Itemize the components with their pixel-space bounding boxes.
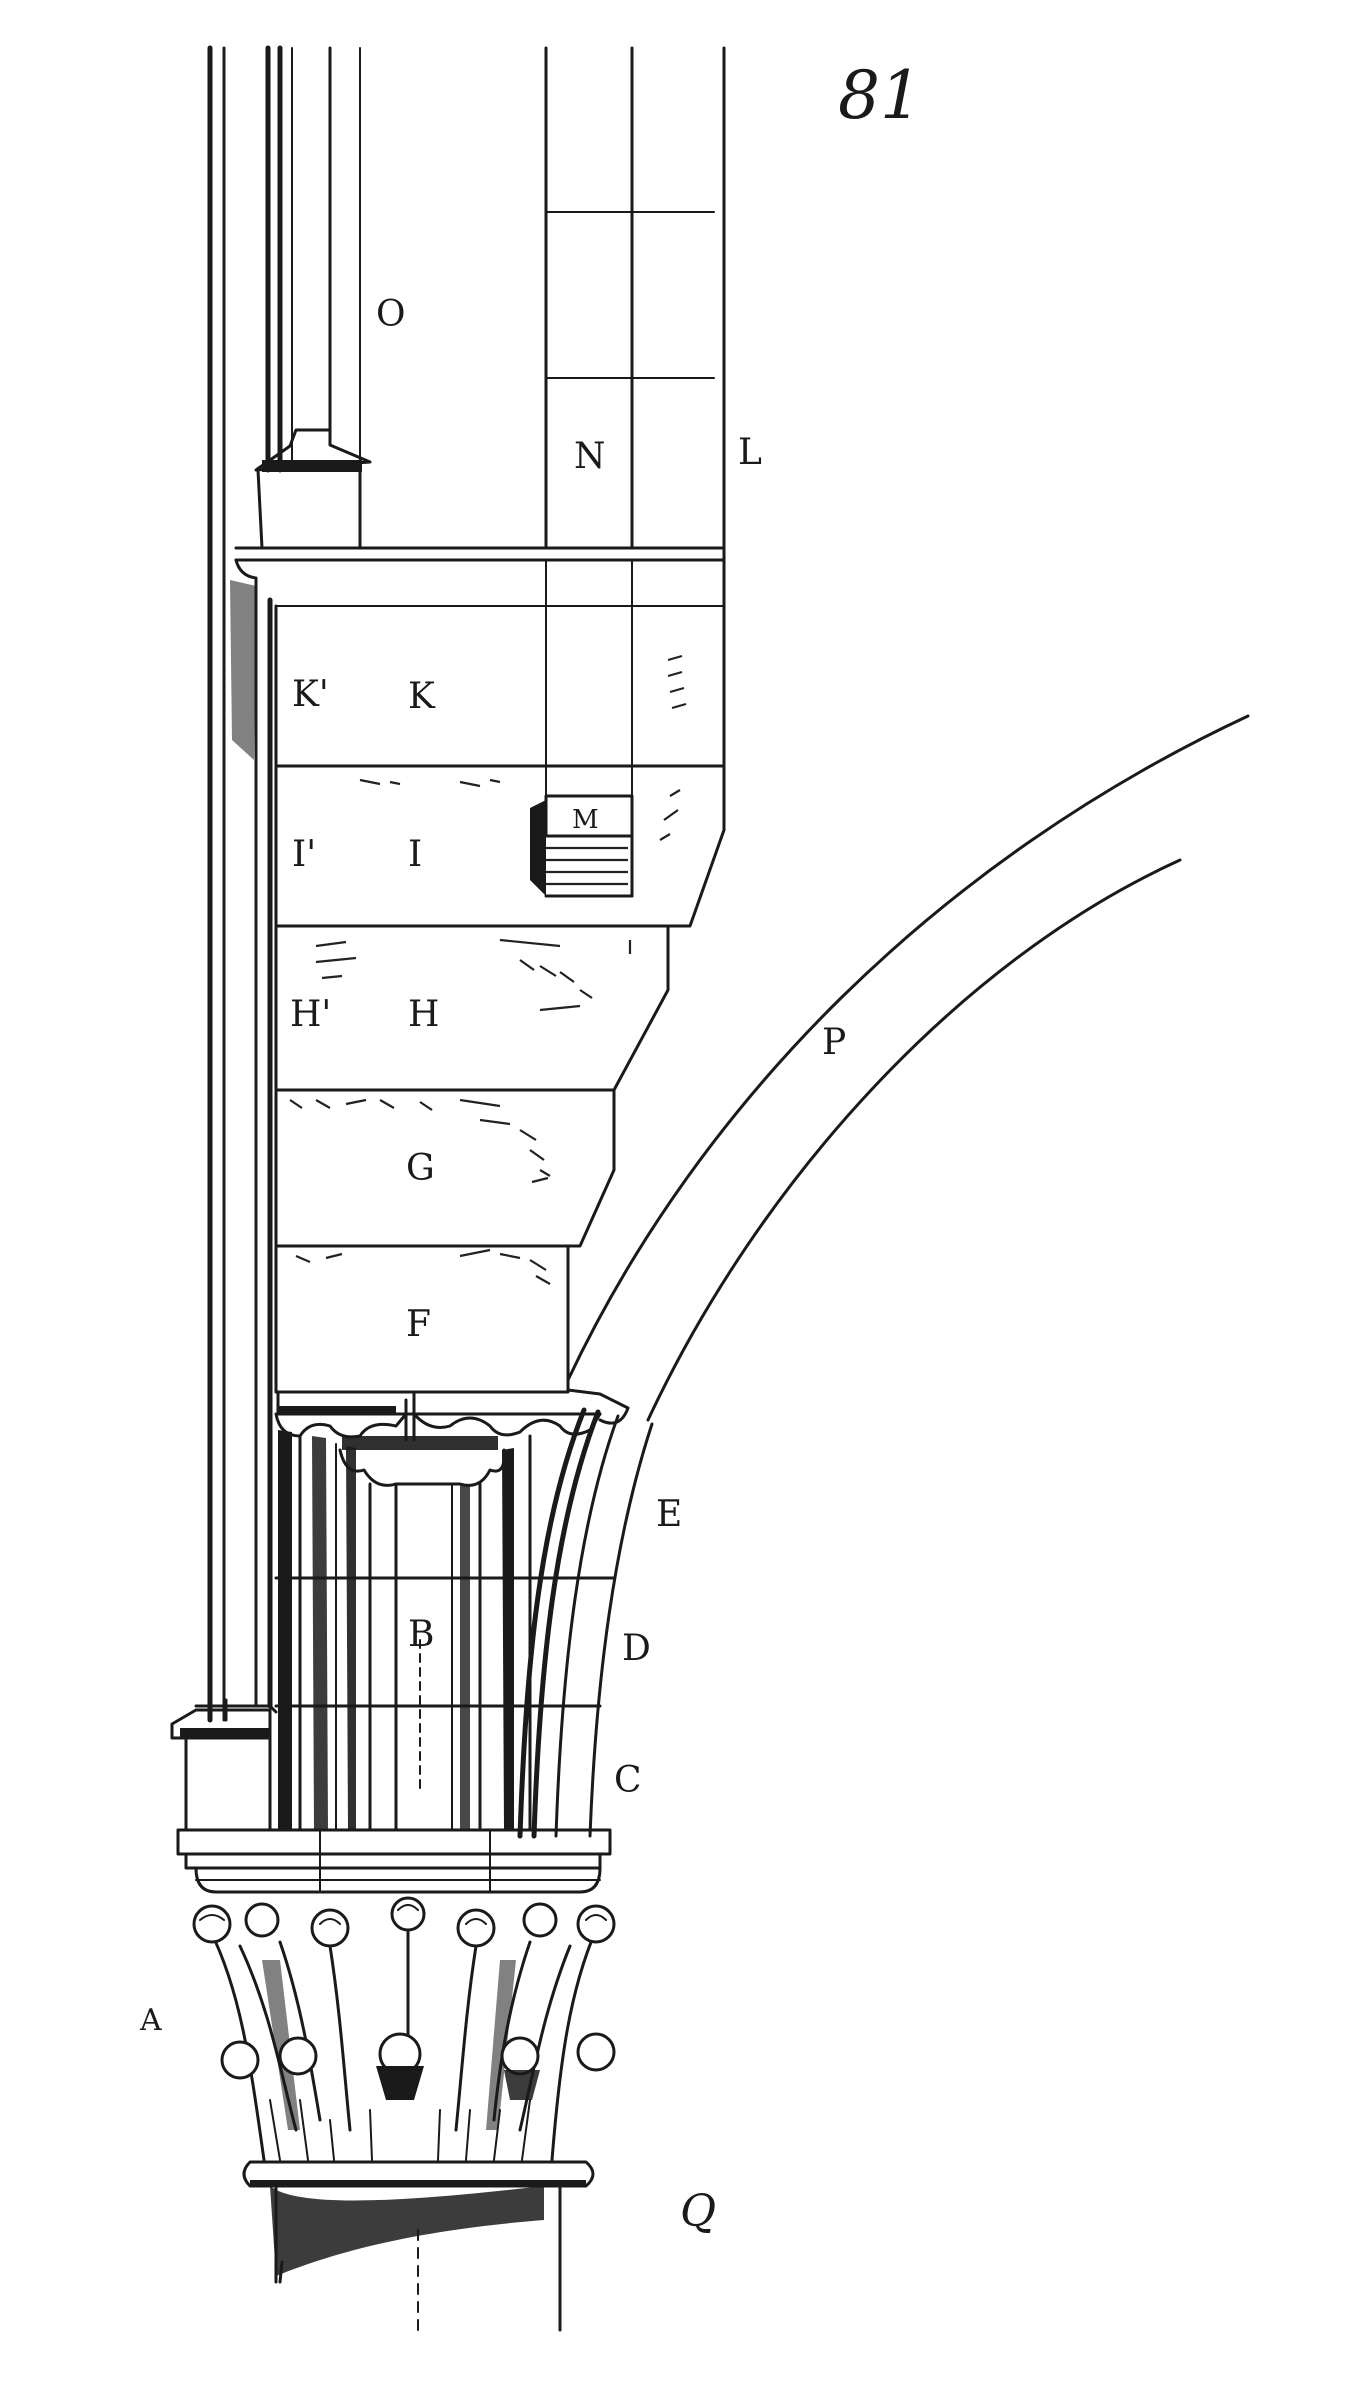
label-A: A: [139, 2003, 162, 2038]
label-I: I: [408, 834, 422, 875]
leaf-stems: [238, 1930, 572, 2132]
label-I-prime: I': [292, 834, 316, 875]
label-O: O: [376, 294, 406, 335]
column-bands: [274, 1576, 616, 1708]
label-H: H: [408, 994, 439, 1035]
wall-jamb: [544, 46, 726, 832]
label-N: N: [574, 436, 606, 477]
corbel-course-K: [274, 559, 726, 768]
label-D: D: [622, 1628, 651, 1669]
label-G: G: [406, 1148, 435, 1189]
main-capital-abacus: [176, 1828, 612, 1894]
upper-capital: [274, 1388, 630, 1487]
shaft-base-moulding: [254, 428, 372, 550]
label-P: P: [822, 1022, 846, 1063]
lower-crockets: [220, 2032, 616, 2100]
column-shafts-B: [278, 1430, 532, 1832]
corbel-course-I: [274, 764, 726, 928]
label-K: K: [408, 676, 436, 717]
corbel-course-G: [274, 1088, 616, 1248]
label-H-prime: H': [290, 994, 331, 1035]
label-K-prime: K': [292, 674, 329, 715]
block-M: [530, 794, 634, 898]
arch-ribs: [517, 1407, 654, 1839]
corbel-course-H: [274, 924, 670, 1092]
label-F: F: [406, 1304, 431, 1345]
page-number: 81: [838, 57, 922, 134]
foliated-capital-A: [192, 1896, 616, 2188]
corbel-course-F: [274, 1244, 570, 1394]
label-Q: Q: [680, 2186, 716, 2237]
label-E: E: [656, 1494, 682, 1535]
lower-column: [270, 2184, 562, 2332]
upper-crockets: [192, 1896, 616, 1948]
label-C: C: [614, 1760, 642, 1801]
label-B: B: [408, 1614, 434, 1655]
top-cornice-band: [234, 546, 726, 607]
label-L: L: [738, 432, 762, 473]
vertical-shaft: [207, 45, 361, 1723]
letter-labels: O N L K' K M I' I H' H G F P E B D C A Q: [139, 294, 846, 2237]
pier-base: [170, 1704, 278, 1832]
label-M: M: [572, 805, 599, 835]
arch-P: [566, 714, 1250, 1422]
pier-column: [224, 558, 273, 1722]
